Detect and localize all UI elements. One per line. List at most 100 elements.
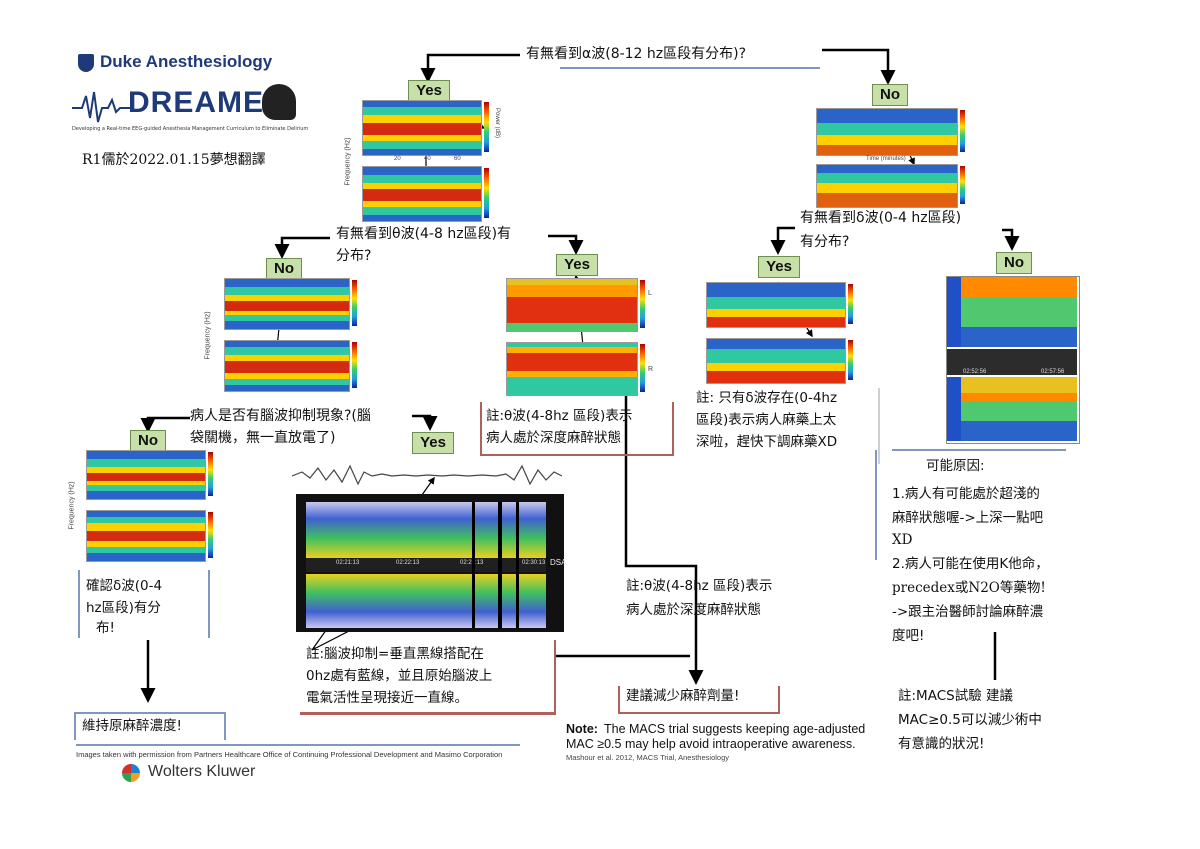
note-macs: 註:MACS試驗 建議 MAC≥0.5可以減少術中 有意識的狀況! [898, 686, 1092, 758]
axis-label-frequency: Frequency (Hz) [204, 311, 212, 360]
note-theta-yes: 註:θ波(4-8hz 區段)表示 病人處於深度麻醉狀態 [480, 402, 674, 456]
reasons-item1-line3: XD [892, 532, 913, 548]
spectrogram-panel-bottom [506, 342, 638, 396]
macs-english-note: Note: The MACS trial suggests keeping ag… [566, 722, 866, 762]
tick-x-60: 60 [454, 156, 461, 162]
reasons-item2-line4: 度吧! [892, 628, 925, 644]
confirm-delta-line2: hz區段)有分 [86, 600, 161, 616]
head-icon [262, 84, 296, 120]
note-suppression-line1: 註:腦波抑制=垂直黑線搭配在 [306, 646, 484, 662]
tick-x-20: 20 [394, 156, 401, 162]
note-suppression-line3: 電氣活性呈現接近一直線。 [306, 690, 468, 706]
tick-x-40: 40 [424, 156, 431, 162]
confirm-delta-line1: 確認δ波(0-4 [86, 578, 163, 594]
spectrogram-theta-yes: L R [488, 276, 658, 396]
dreamer-logo: DREAMER Developing a Real-time EEG-guide… [72, 84, 308, 136]
spectrogram-panel-bottom [706, 338, 846, 384]
axis-label-frequency: Frequency (Hz) [344, 137, 352, 186]
spectrogram-panel-bottom [947, 377, 1077, 441]
confirm-delta-line3: 布! [96, 620, 115, 636]
macs-line3: 有意識的狀況! [898, 736, 985, 752]
note-delta-yes: 註: 只有δ波存在(0-4hz 區段)表示病人麻藥上太 深啦，趕快下調麻藥XD [694, 388, 880, 464]
wolters-logo-text: Wolters Kluwer [148, 763, 256, 780]
reasons-title: 可能原因: [926, 458, 985, 474]
spectrogram-panel-bottom [224, 340, 350, 392]
macs-line1: 註:MACS試驗 建議 [898, 688, 1013, 704]
spectrogram-panel-top [947, 277, 1077, 347]
note-suppression: 註:腦波抑制=垂直黑線搭配在 0hz處有藍線，並且原始腦波上 電氣活性呈現接近一… [300, 640, 556, 715]
note-theta-mid-line2: 病人處於深度麻醉狀態 [626, 602, 761, 618]
macs-note-bold: Note: [566, 722, 598, 736]
question-alpha: 有無看到α波(8-12 hz區段有分布)? [526, 46, 747, 62]
arrow-theta-no [274, 236, 330, 259]
axis-label-frequency: Frequency (Hz) [68, 481, 76, 530]
maintain-text: 維持原麻醉濃度! [82, 718, 182, 734]
arrow-alpha-yes [420, 53, 520, 83]
spectrogram-panel-bottom [362, 166, 482, 222]
note-theta-mid-line1: 註:θ波(4-8hz 區段)表示 [626, 578, 773, 594]
note-confirm-delta: 確認δ波(0-4 hz區段)有分 布! [78, 570, 210, 638]
box-reduce: 建議減少麻醉劑量! [618, 686, 780, 714]
wolters-kluwer-logo: Wolters Kluwer [122, 762, 302, 784]
badge-alpha-no: No [872, 84, 908, 106]
spectrogram-panel-bottom [816, 164, 958, 208]
translator-credit: R1儒於2022.01.15夢想翻譯 [82, 152, 266, 168]
question-delta-line2: 有分布? [800, 234, 850, 250]
question-delta-line1: 有無看到δ波(0-4 hz區段) [800, 210, 962, 226]
duke-logo-text: Duke Anesthesiology [100, 52, 273, 71]
spectrogram-delta-yes [690, 280, 870, 390]
badge-theta-no: No [266, 258, 302, 280]
arrow-supp-yes [412, 414, 438, 431]
reasons-item1-line1: 1.病人有可能處於超淺的 [892, 486, 1040, 502]
note-delta-yes-line1: 註: 只有δ波存在(0-4hz [696, 390, 838, 406]
note-delta-yes-line2: 區段)表示病人麻藥上太 [696, 412, 837, 428]
reasons-item2-line1: 2.病人可能在使用K他命， [892, 556, 1049, 572]
spectrogram-alpha-no: Time (minutes) [806, 108, 974, 208]
axis-label-r: R [648, 366, 654, 373]
axis-label-power: Power (dB) [494, 107, 501, 139]
spectrogram-panel-top [224, 278, 350, 330]
duke-shield-icon [78, 54, 94, 72]
macs-note-line1: The MACS trial suggests keeping age-adju… [604, 722, 866, 736]
badge-supp-no: No [130, 430, 166, 452]
wolters-logo-icon [122, 764, 140, 782]
spectrogram-panel-top [706, 282, 846, 328]
spectrogram-alpha-yes: Frequency (Hz) Power (dB) 20 40 60 [345, 98, 501, 224]
question-supp-line2: 袋關機，無一直放電了) [190, 430, 336, 446]
spectrogram-panel-top [362, 100, 482, 156]
reasons-item1-line2: 麻醉狀態喔->上深一點吧 [892, 510, 1044, 526]
note-delta-yes-line3: 深啦，趕快下調麻藥XD [696, 434, 838, 450]
axis-label-l: L [648, 290, 652, 297]
macs-note-line2: MAC ≥0.5 may help avoid intraoperative a… [566, 737, 856, 751]
badge-alpha-yes: Yes [408, 80, 450, 102]
spectrogram-panel-bottom [86, 510, 206, 562]
question-supp-line1: 病人是否有腦波抑制現象?(腦 [190, 408, 371, 424]
axis-label-time: Time (minutes) [866, 156, 906, 162]
box-maintain: 維持原麻醉濃度! [74, 712, 226, 740]
note-theta-yes-line2: 病人處於深度麻醉狀態 [486, 430, 621, 446]
spectrogram-panel-top [816, 108, 958, 156]
macs-citation: Mashour et al. 2012, MACS Trial, Anesthe… [566, 753, 730, 762]
dsa-time-3: 02:25:13 [460, 560, 483, 566]
ekg-icon [72, 91, 132, 123]
arrow-delta-no [1002, 228, 1020, 251]
line-delta-to-mid [624, 390, 704, 685]
badge-supp-yes: Yes [412, 432, 454, 454]
raw-eeg-trace [292, 464, 562, 486]
dreamer-logo-subtitle: Developing a Real-time EEG-guided Anesth… [72, 126, 309, 132]
dsa-label: DSA [550, 558, 567, 567]
image-credit: Images taken with permission from Partne… [76, 750, 503, 759]
spectrogram-supp-no: Frequency (Hz) [68, 448, 222, 566]
spectrogram-panel-top [506, 278, 638, 332]
note-suppression-line2: 0hz處有藍線，並且原始腦波上 [306, 668, 493, 684]
dsa-time-4: 02:30:13 [522, 560, 546, 566]
time-stamp-2: 02:57:56 [1041, 369, 1065, 375]
dsa-time-1: 02:21:13 [336, 560, 360, 566]
note-theta-yes-line1: 註:θ波(4-8hz 區段)表示 [486, 408, 633, 424]
dsa-time-2: 02:22:13 [396, 560, 420, 566]
reasons-item2-line2: precedex或N2O等藥物! [892, 580, 1046, 596]
arrow-supp-no [140, 416, 190, 433]
spectrogram-panel-top [86, 450, 206, 500]
question-theta-line2: 分布? [336, 248, 372, 264]
arrow-delta-yes [770, 226, 795, 255]
